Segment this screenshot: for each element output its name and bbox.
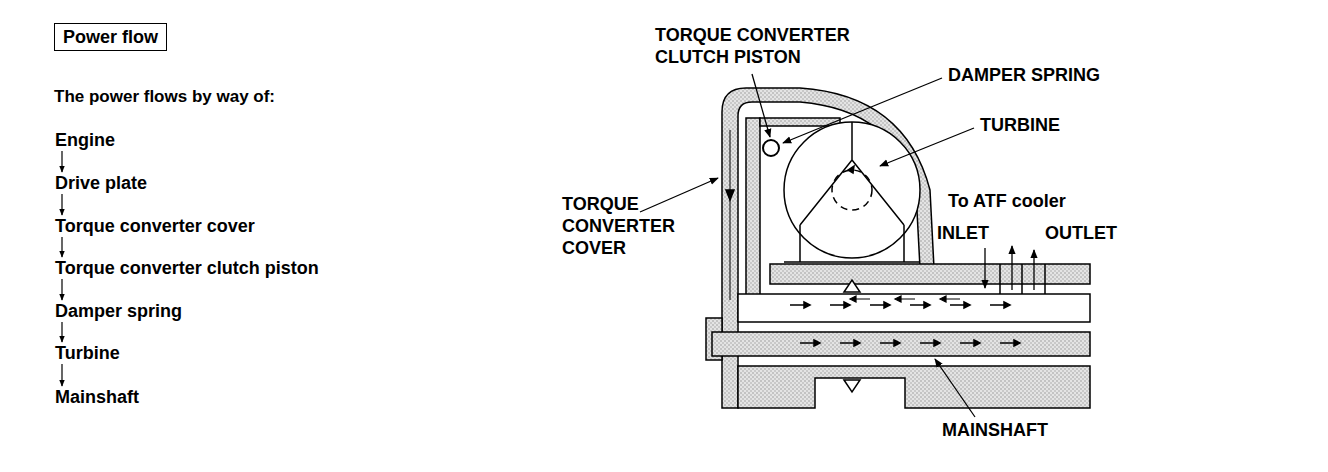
damper-spring [763,140,779,156]
flow-arrow-connector [61,279,62,300]
node-text: Turbine [55,343,120,363]
flow-arrow [830,302,850,308]
flow-step: Torque converter cover [54,216,256,236]
label-text: TURBINE [980,115,1060,135]
label-text: TORQUE CONVERTER COVER [562,194,675,258]
heading-box: Power flow [54,23,167,51]
flow-arrow [880,340,900,346]
part-label: TURBINE [980,114,1130,136]
fluid-flow [832,170,872,210]
flow-arrow [990,302,1010,308]
outlet-arrow [1011,246,1012,290]
flow-arrow-connector [61,194,62,215]
flow-arrow [800,340,820,346]
flow-arrow [950,302,970,308]
flow-step: Engine [54,130,116,150]
flow-arrow [840,340,860,346]
leader-lines [640,74,1034,417]
flow-arrow-connector [61,322,62,342]
stator-shaft [770,264,1090,284]
converter-cover [722,88,934,408]
part-label: OUTLET [1045,222,1145,244]
flow-arrow [870,302,890,308]
part-label: The power flows by way of: [54,86,394,108]
label-text: The power flows by way of: [54,87,275,106]
flow-arrow-connector [61,151,62,172]
leader-line [640,178,718,212]
flow-arrow [920,340,940,346]
node-text: Power flow [63,27,158,47]
part-label: MAINSHAFT [942,419,1092,441]
apply-flow [730,130,731,300]
flow-arrow-connector [61,364,62,386]
node-text: Damper spring [55,301,182,321]
label-text: INLET [937,223,989,243]
part-label: DAMPER SPRING [948,64,1148,86]
lower-hub [738,366,1090,408]
leader-line [783,78,942,143]
flow-arrow [910,302,930,308]
leader-line [935,359,975,417]
node-text: Drive plate [55,173,147,193]
flow-step: Turbine [54,343,121,363]
flow-arrow [790,302,810,308]
flow-step: Mainshaft [54,387,140,407]
inlet-arrow [984,248,985,288]
pressure-arrow [844,280,860,292]
pressure-arrow [844,380,860,392]
label-text: To ATF cooler [948,191,1066,211]
cooler-ports [1000,264,1045,294]
mainshaft [712,332,1090,356]
flow-step: Drive plate [54,173,148,193]
flow-arrows [790,296,1020,346]
node-text: Engine [55,130,115,150]
leader-line [880,128,974,166]
part-label: TORQUE CONVERTER CLUTCH PISTON [655,24,855,68]
flow-arrow [960,340,980,346]
node-text: Torque converter cover [55,216,255,236]
flow-step: Damper spring [54,301,183,321]
label-text: TORQUE CONVERTER CLUTCH PISTON [655,25,850,67]
part-label: TORQUE CONVERTER COVER [562,193,712,259]
part-label: To ATF cooler [948,190,1128,212]
label-text: MAINSHAFT [942,420,1048,440]
flow-arrow [1000,340,1020,346]
flow-arrow [895,296,915,302]
turbine-vanes [784,122,920,262]
label-text: DAMPER SPRING [948,65,1100,85]
part-label: INLET [937,222,1017,244]
node-text: Mainshaft [55,387,139,407]
flow-step: Torque converter clutch piston [54,258,320,278]
converter-body [706,88,1090,408]
label-text: OUTLET [1045,223,1117,243]
outlet-arrow [1033,250,1034,290]
flow-arrow-connector [61,237,62,257]
apply-flow-arrow [726,190,734,200]
clutch-piston [746,118,760,300]
node-text: Torque converter clutch piston [55,258,319,278]
flow-arrow [940,296,960,302]
oil-passage [738,294,1090,322]
fluid-flow-arrow [848,166,854,173]
leader-line [752,74,770,137]
flow-arrow [850,296,870,302]
